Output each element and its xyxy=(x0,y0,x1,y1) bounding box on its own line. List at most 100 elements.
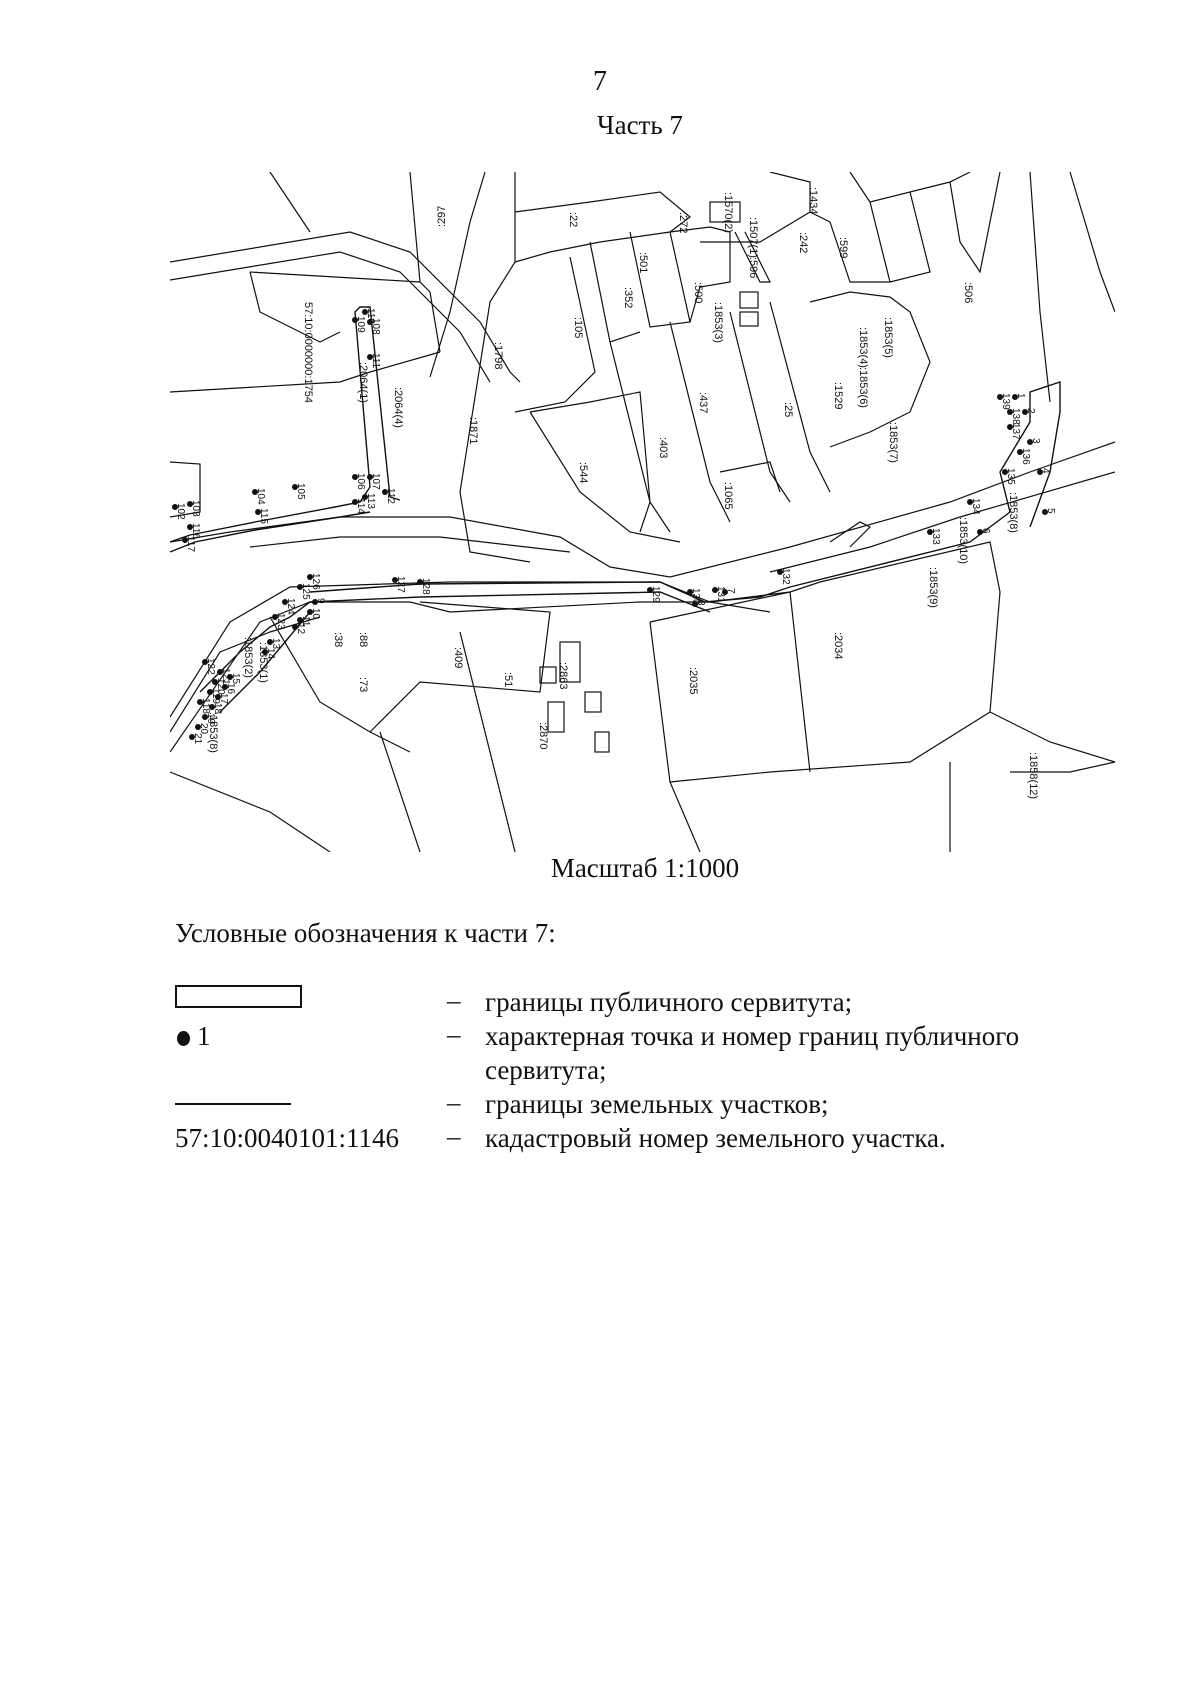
characteristic-point xyxy=(712,587,718,593)
parcel-label: :2870 xyxy=(537,722,549,750)
characteristic-point xyxy=(202,714,208,720)
parcel-label: :500 xyxy=(692,282,704,303)
characteristic-point xyxy=(187,501,193,507)
characteristic-point xyxy=(352,474,358,480)
parcel-label: :596 xyxy=(747,257,759,278)
characteristic-point xyxy=(367,319,373,325)
map-labels: :297:22:272:1570(2):1434:1507(1):242:599… xyxy=(175,187,1056,799)
characteristic-point xyxy=(997,394,1003,400)
point-number-label: 19 xyxy=(205,713,216,725)
point-number-label: 8 xyxy=(695,600,706,606)
parcel-label: :1853(4) xyxy=(857,327,869,368)
legend-title: Условные обозначения к части 7: xyxy=(175,918,556,948)
legend-dash: – xyxy=(447,985,461,1015)
point-number-label: 109 xyxy=(355,316,366,333)
point-number-label: 103 xyxy=(190,500,201,517)
parcel-label: :1798 xyxy=(492,342,504,370)
characteristic-point xyxy=(212,679,218,685)
parcel-label: 57:10:0000000:1754 xyxy=(302,302,314,403)
point-number-label: 9 xyxy=(315,598,326,604)
point-number-label: 134 xyxy=(970,498,981,515)
point-number-label: 1 xyxy=(1015,393,1026,399)
characteristic-point xyxy=(195,724,201,730)
point-number-label: 21 xyxy=(192,733,203,745)
characteristic-point xyxy=(312,599,318,605)
cadastral-map: :297:22:272:1570(2):1434:1507(1):242:599… xyxy=(170,172,1115,852)
parcel-label: :501 xyxy=(637,252,649,273)
parcel-label: :1065 xyxy=(722,482,734,510)
point-number-label: 3 xyxy=(1030,438,1041,444)
legend-item-cadastral-number: 57:10:0040101:1146 – кадастровый номер з… xyxy=(175,1121,1115,1155)
point-number-label: 118 xyxy=(200,698,211,714)
point-number-label: 132 xyxy=(780,568,791,585)
legend-dot-label: 1 xyxy=(197,1021,211,1051)
characteristic-point xyxy=(352,499,358,505)
point-number-label: 105 xyxy=(295,483,306,500)
characteristic-point xyxy=(297,584,303,590)
parcel-label: :1871 xyxy=(467,417,479,445)
point-number-label: 121 xyxy=(220,668,231,685)
parcel-label: :1853(8) xyxy=(207,712,219,753)
parcel-label: :105 xyxy=(572,317,584,338)
point-number-label: 18 xyxy=(212,703,223,715)
point-number-label: 127 xyxy=(395,576,406,593)
parcel-label: :1853(1) xyxy=(257,642,269,683)
point-number-label: 115 xyxy=(258,508,269,524)
page-number: 7 xyxy=(593,66,607,97)
point-number-label: 120 xyxy=(215,678,226,695)
parcel-label: :38 xyxy=(332,632,344,647)
point-number-label: 104 xyxy=(255,488,266,505)
map-scale: Масштаб 1:1000 xyxy=(550,853,740,883)
point-number-label: 14 xyxy=(265,648,276,660)
characteristic-point xyxy=(1012,394,1018,400)
characteristic-point xyxy=(262,649,268,655)
point-number-label: 12 xyxy=(295,623,306,635)
parcel-label: :1853(9) xyxy=(927,567,939,608)
characteristic-point xyxy=(1007,424,1013,430)
characteristic-point xyxy=(352,317,358,323)
parcel-label: :544 xyxy=(577,462,589,483)
legend-text: кадастровый номер земельного участка. xyxy=(485,1123,946,1153)
point-number-label: 122 xyxy=(205,658,216,675)
point-number-label: 20 xyxy=(198,723,209,735)
point-number-label: 137 xyxy=(1010,423,1021,440)
parcel-label: :2035 xyxy=(687,667,699,695)
map-drawing: :297:22:272:1570(2):1434:1507(1):242:599… xyxy=(170,172,1115,852)
point-number-label: 125 xyxy=(300,583,311,600)
characteristic-point xyxy=(362,494,368,500)
point-number-label: 106 xyxy=(355,473,366,490)
parcel-label: :272 xyxy=(677,212,689,233)
point-number-label: 114 xyxy=(355,498,366,514)
legend: – границы публичного сервитута; 1 – хара… xyxy=(175,985,1115,1155)
parcel-label: :22 xyxy=(567,212,579,227)
characteristic-point xyxy=(209,704,215,710)
parcel-label: :88 xyxy=(357,632,369,647)
legend-item-land-boundary: – границы земельных участков; xyxy=(175,1087,1115,1121)
point-number-label: 139 xyxy=(1000,393,1011,410)
legend-dash: – xyxy=(447,1121,461,1151)
characteristic-point xyxy=(1042,509,1048,515)
parcel-label: :2863 xyxy=(557,662,569,690)
legend-text: характерная точка и номер границ публичн… xyxy=(485,1021,1020,1085)
parcel-label: :599 xyxy=(837,237,849,258)
characteristic-point xyxy=(255,509,261,515)
characteristic-point xyxy=(182,537,188,543)
parcel-label: :25 xyxy=(782,402,794,417)
characteristic-point xyxy=(222,684,228,690)
characteristic-point xyxy=(777,569,783,575)
legend-symbol-text: 57:10:0040101:1146 xyxy=(175,1121,445,1155)
legend-item-characteristic-point: 1 – характерная точка и номер границ пуб… xyxy=(175,1019,1115,1087)
characteristic-point xyxy=(417,579,423,585)
legend-symbol-line xyxy=(175,1087,445,1121)
point-number-label: 129 xyxy=(650,586,661,603)
point-number-label: 7 xyxy=(725,588,736,594)
servitude-boundary xyxy=(170,306,1061,713)
point-number-label: 124 xyxy=(285,598,296,615)
part-title: Часть 7 xyxy=(597,110,683,140)
characteristic-point xyxy=(217,669,223,675)
parcel-label: :1858(12) xyxy=(1027,752,1039,799)
characteristic-point xyxy=(215,694,221,700)
characteristic-point xyxy=(722,589,728,595)
legend-text: границы земельных участков; xyxy=(485,1089,829,1119)
legend-symbol-dot: 1 xyxy=(175,1019,445,1053)
